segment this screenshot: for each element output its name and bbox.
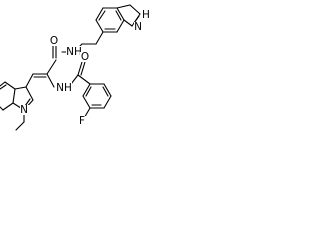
vinyl-bridge — [25, 73, 55, 88]
atom-n-ethylindole: N — [20, 104, 28, 116]
atom-o-upper: O — [50, 35, 58, 47]
label-amide2-nh: NH — [56, 82, 72, 94]
chemical-structure-diagram: N H O NH NH O N F — [0, 0, 167, 203]
label-ethylindole-n: N — [20, 104, 29, 116]
atom-h-indole: H — [142, 9, 150, 21]
label-amide2-o: O — [80, 51, 89, 63]
molecule-drawing: N H O NH NH O N F — [0, 4, 150, 131]
amide-upper — [46, 45, 69, 75]
label-amide1-o: O — [49, 35, 58, 47]
atom-o-lower: O — [81, 51, 89, 63]
amide-lower — [67, 61, 91, 89]
label-indole-n: N — [134, 21, 143, 33]
atom-nh-upper: NH — [66, 46, 82, 58]
fluorophenyl-ring — [82, 83, 112, 121]
indole-ring-top — [95, 4, 141, 33]
atom-n-indole: N — [134, 21, 142, 33]
atom-nh-lower: NH — [56, 82, 72, 94]
label-amide1-nh: NH — [66, 46, 82, 58]
atom-f: F — [79, 115, 85, 127]
label-indole-h: H — [142, 9, 150, 21]
label-fluorine: F — [78, 115, 87, 127]
